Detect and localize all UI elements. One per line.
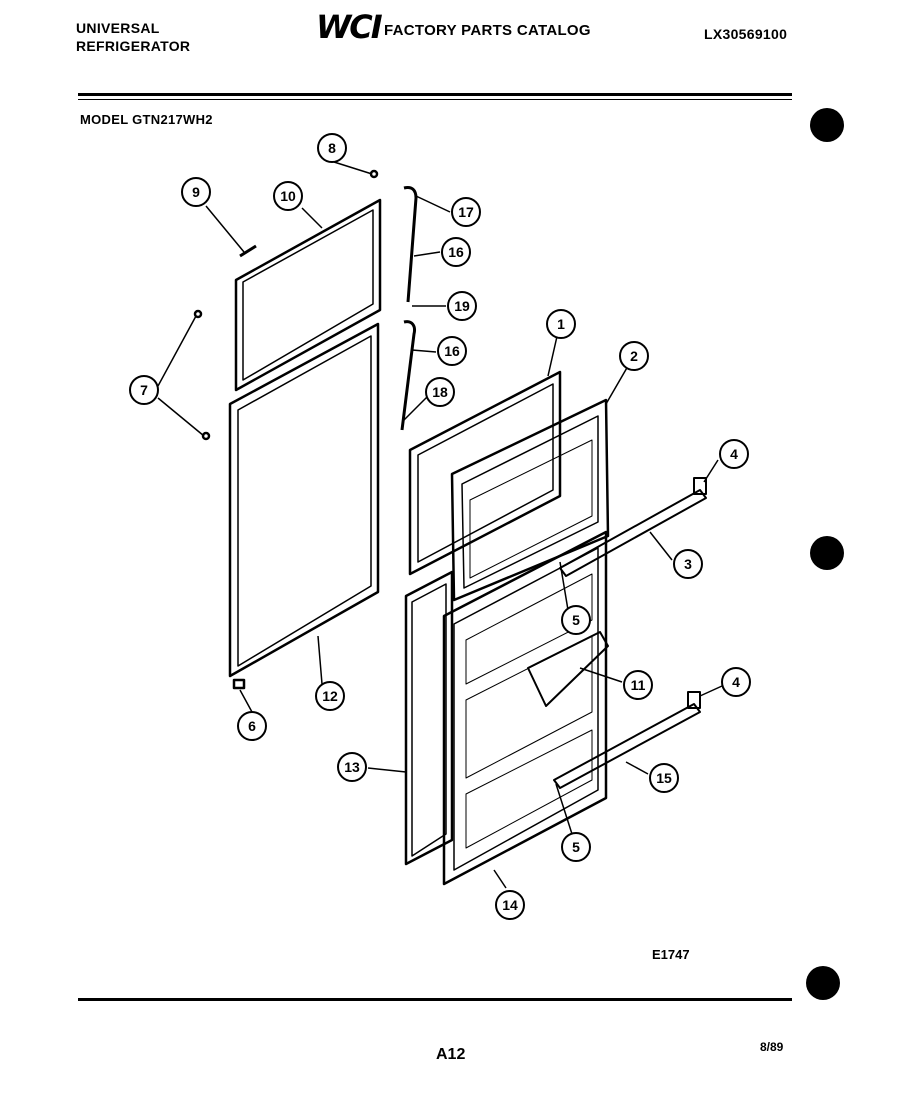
- callout-12: 12: [322, 688, 338, 704]
- freezer-outer-gasket: [408, 370, 562, 576]
- rail-end-cap-lower: [687, 691, 701, 709]
- callout-13: 13: [344, 759, 360, 775]
- callout-circles: [129, 133, 751, 920]
- header-rule: [78, 93, 792, 96]
- figure-code: E1747: [652, 947, 690, 962]
- upper-handle: [403, 186, 418, 303]
- page-number: A12: [436, 1046, 466, 1063]
- bottom-hinge: [232, 678, 246, 690]
- callout-17: 17: [458, 204, 474, 220]
- callout-3: 3: [684, 556, 692, 572]
- callout-10: 10: [280, 188, 296, 204]
- callout-16-lower: 16: [444, 343, 460, 359]
- model-label: MODEL GTN217WH2: [80, 112, 213, 127]
- callout-8: 8: [328, 140, 336, 156]
- callout-14: 14: [502, 897, 518, 913]
- callout-11: 11: [631, 677, 646, 693]
- fresh-food-outer-gasket: [404, 570, 454, 866]
- punch-hole-middle: [810, 536, 844, 570]
- callout-9: 9: [192, 184, 200, 200]
- door-shelf: [527, 631, 609, 707]
- catalog-date: 8/89: [760, 1040, 784, 1054]
- lower-handle: [400, 320, 416, 431]
- callout-7: 7: [140, 382, 148, 398]
- fresh-food-door-liner: [442, 530, 608, 886]
- footer-rule: [78, 998, 792, 1001]
- freezer-shelf-rail: [559, 489, 707, 577]
- freezer-door-liner: [450, 398, 610, 602]
- callout-5-lower: 5: [572, 839, 580, 855]
- punch-hole-bottom: [806, 966, 840, 1000]
- fresh-food-door-gasket: [228, 322, 380, 678]
- wci-logo: WCI: [316, 8, 383, 46]
- callout-5-upper: 5: [572, 612, 580, 628]
- callout-4-upper: 4: [730, 446, 738, 462]
- callout-15: 15: [656, 770, 672, 786]
- catalog-title: FACTORY PARTS CATALOG: [384, 22, 591, 39]
- callout-4-lower: 4: [732, 674, 740, 690]
- callout-18: 18: [432, 384, 448, 400]
- brand-line-2: REFRIGERATOR: [76, 38, 191, 54]
- rail-end-cap-upper: [693, 477, 707, 495]
- lower-shelf-rail: [553, 703, 701, 789]
- brand-line-1: UNIVERSAL: [76, 20, 160, 36]
- header-rule-thin: [78, 99, 792, 100]
- catalog-number: LX30569100: [704, 26, 788, 42]
- hinge-pin: [239, 244, 257, 258]
- callout-1: 1: [557, 316, 565, 332]
- freezer-door-gasket: [234, 198, 382, 392]
- punch-hole-top: [810, 108, 844, 142]
- callout-19: 19: [454, 298, 470, 314]
- callout-16-upper: 16: [448, 244, 464, 260]
- callout-6: 6: [248, 718, 256, 734]
- leader-lines: [157, 161, 723, 889]
- callout-2: 2: [630, 348, 638, 364]
- screw-left-upper: [193, 309, 203, 319]
